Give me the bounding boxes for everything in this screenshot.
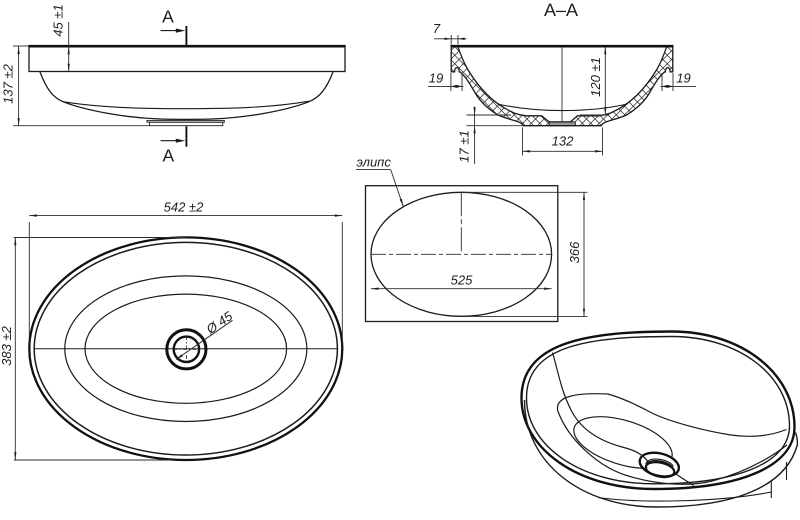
svg-text:383 ±2: 383 ±2 [0, 325, 14, 365]
svg-text:525: 525 [451, 273, 473, 288]
svg-text:137 ±2: 137 ±2 [1, 63, 16, 103]
svg-text:A–A: A–A [544, 0, 578, 20]
svg-text:элипс: элипс [357, 154, 392, 169]
svg-text:19: 19 [429, 71, 443, 86]
svg-text:45 ±1: 45 ±1 [51, 4, 66, 36]
svg-text:542 ±2: 542 ±2 [164, 200, 204, 215]
svg-text:A: A [162, 146, 174, 166]
svg-text:7: 7 [433, 21, 441, 36]
svg-text:A: A [162, 6, 174, 26]
svg-text:132: 132 [552, 134, 574, 149]
svg-text:366: 366 [567, 241, 582, 263]
svg-text:17 ±1: 17 ±1 [456, 130, 471, 162]
svg-text:120 ±1: 120 ±1 [588, 57, 603, 97]
svg-text:19: 19 [676, 71, 690, 86]
